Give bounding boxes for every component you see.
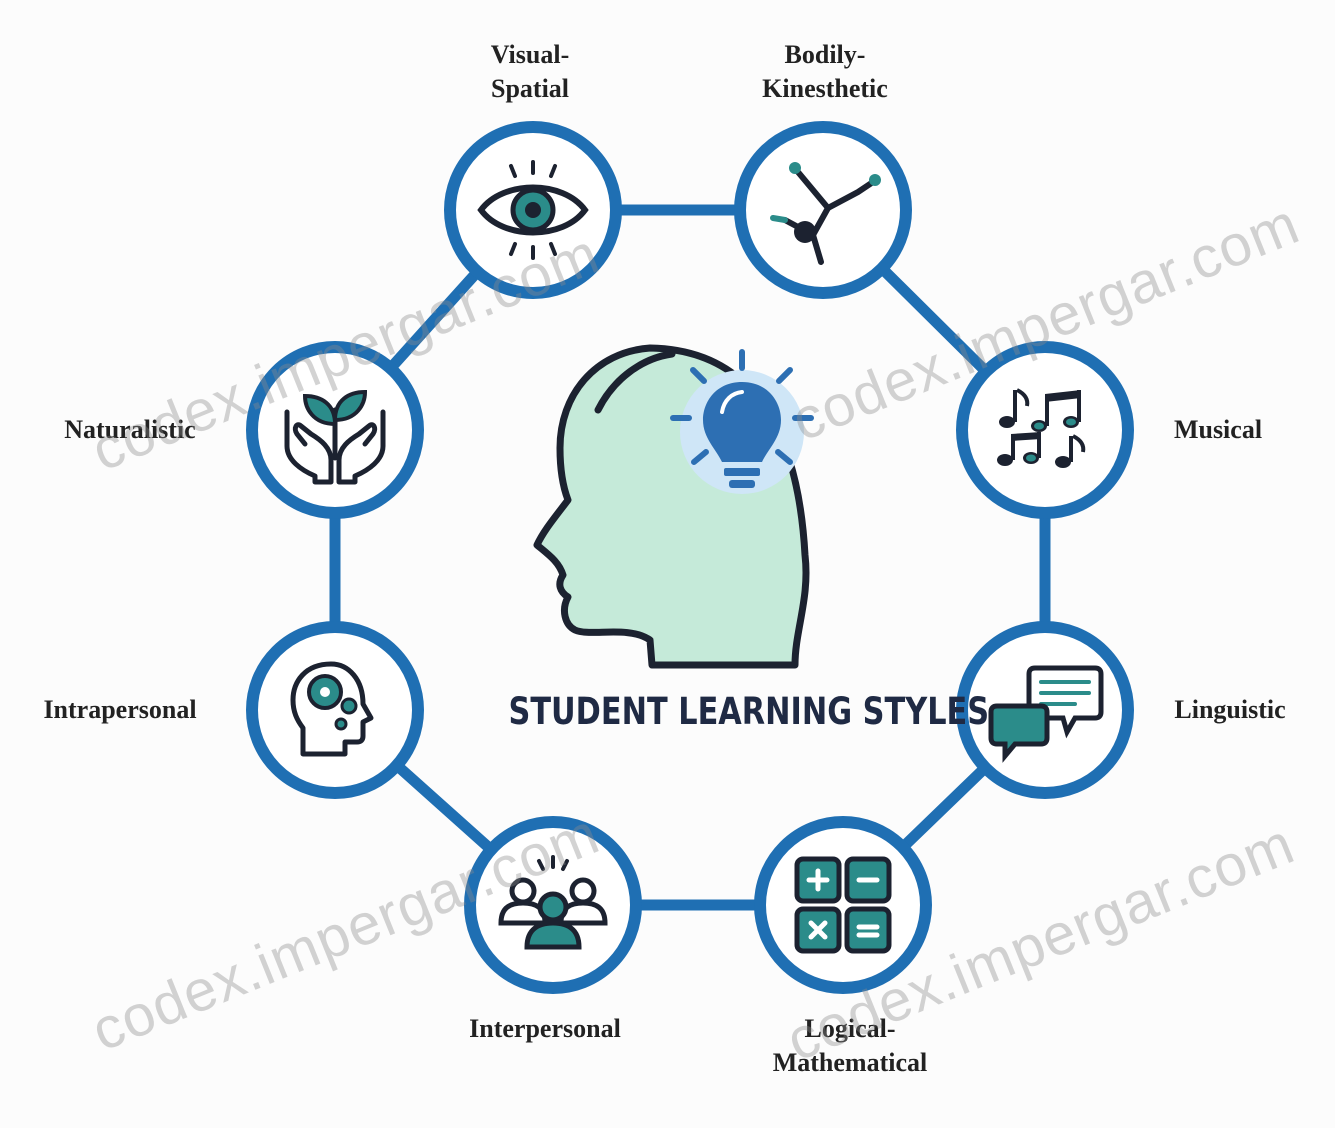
diagram-title: STUDENT LEARNING STYLES: [508, 690, 990, 733]
learning-style-nodes: [246, 121, 1134, 994]
label-interpersonal: Interpersonal: [469, 1014, 621, 1043]
music-notes-icon: [997, 388, 1086, 468]
style-node: [956, 341, 1134, 519]
hands-plant-icon: [284, 389, 386, 485]
style-node: [956, 621, 1134, 799]
speech-bubbles-icon: [988, 665, 1104, 763]
style-node: [464, 816, 642, 994]
lightbulb-shine: [720, 390, 744, 414]
label-naturalistic: Naturalistic: [64, 415, 196, 444]
head-hair-line: [594, 350, 676, 414]
lightbulb-icon: [703, 382, 781, 488]
eye-icon: [477, 160, 589, 260]
label-bodily-kinesthetic: Bodily- Kinesthetic: [762, 40, 888, 103]
style-node: [246, 341, 424, 519]
label-logical-mathematical: Logical- Mathematical: [772, 1014, 928, 1077]
style-node-ring: [734, 121, 912, 299]
style-node-ring: [754, 816, 932, 994]
label-visual-spatial: Visual- Spatial: [490, 40, 570, 103]
label-musical: Musical: [1173, 415, 1263, 444]
label-intrapersonal: Intrapersonal: [43, 695, 197, 724]
lightbulb-base-lower: [729, 480, 755, 488]
style-node: [734, 121, 912, 299]
calculator-icon: [794, 856, 892, 954]
central-head-icon: [533, 344, 814, 669]
style-node: [754, 816, 932, 994]
dancer-icon: [770, 162, 881, 265]
label-linguistic: Linguistic: [1174, 695, 1286, 724]
style-node: [246, 621, 424, 799]
group-people-icon: [498, 855, 608, 950]
head-gears-icon: [290, 661, 374, 757]
style-node: [444, 121, 622, 299]
lightbulb-glass: [703, 382, 781, 462]
idea-rays-icon: [670, 349, 814, 465]
lightbulb-base: [724, 468, 760, 476]
style-node-ring: [956, 341, 1134, 519]
